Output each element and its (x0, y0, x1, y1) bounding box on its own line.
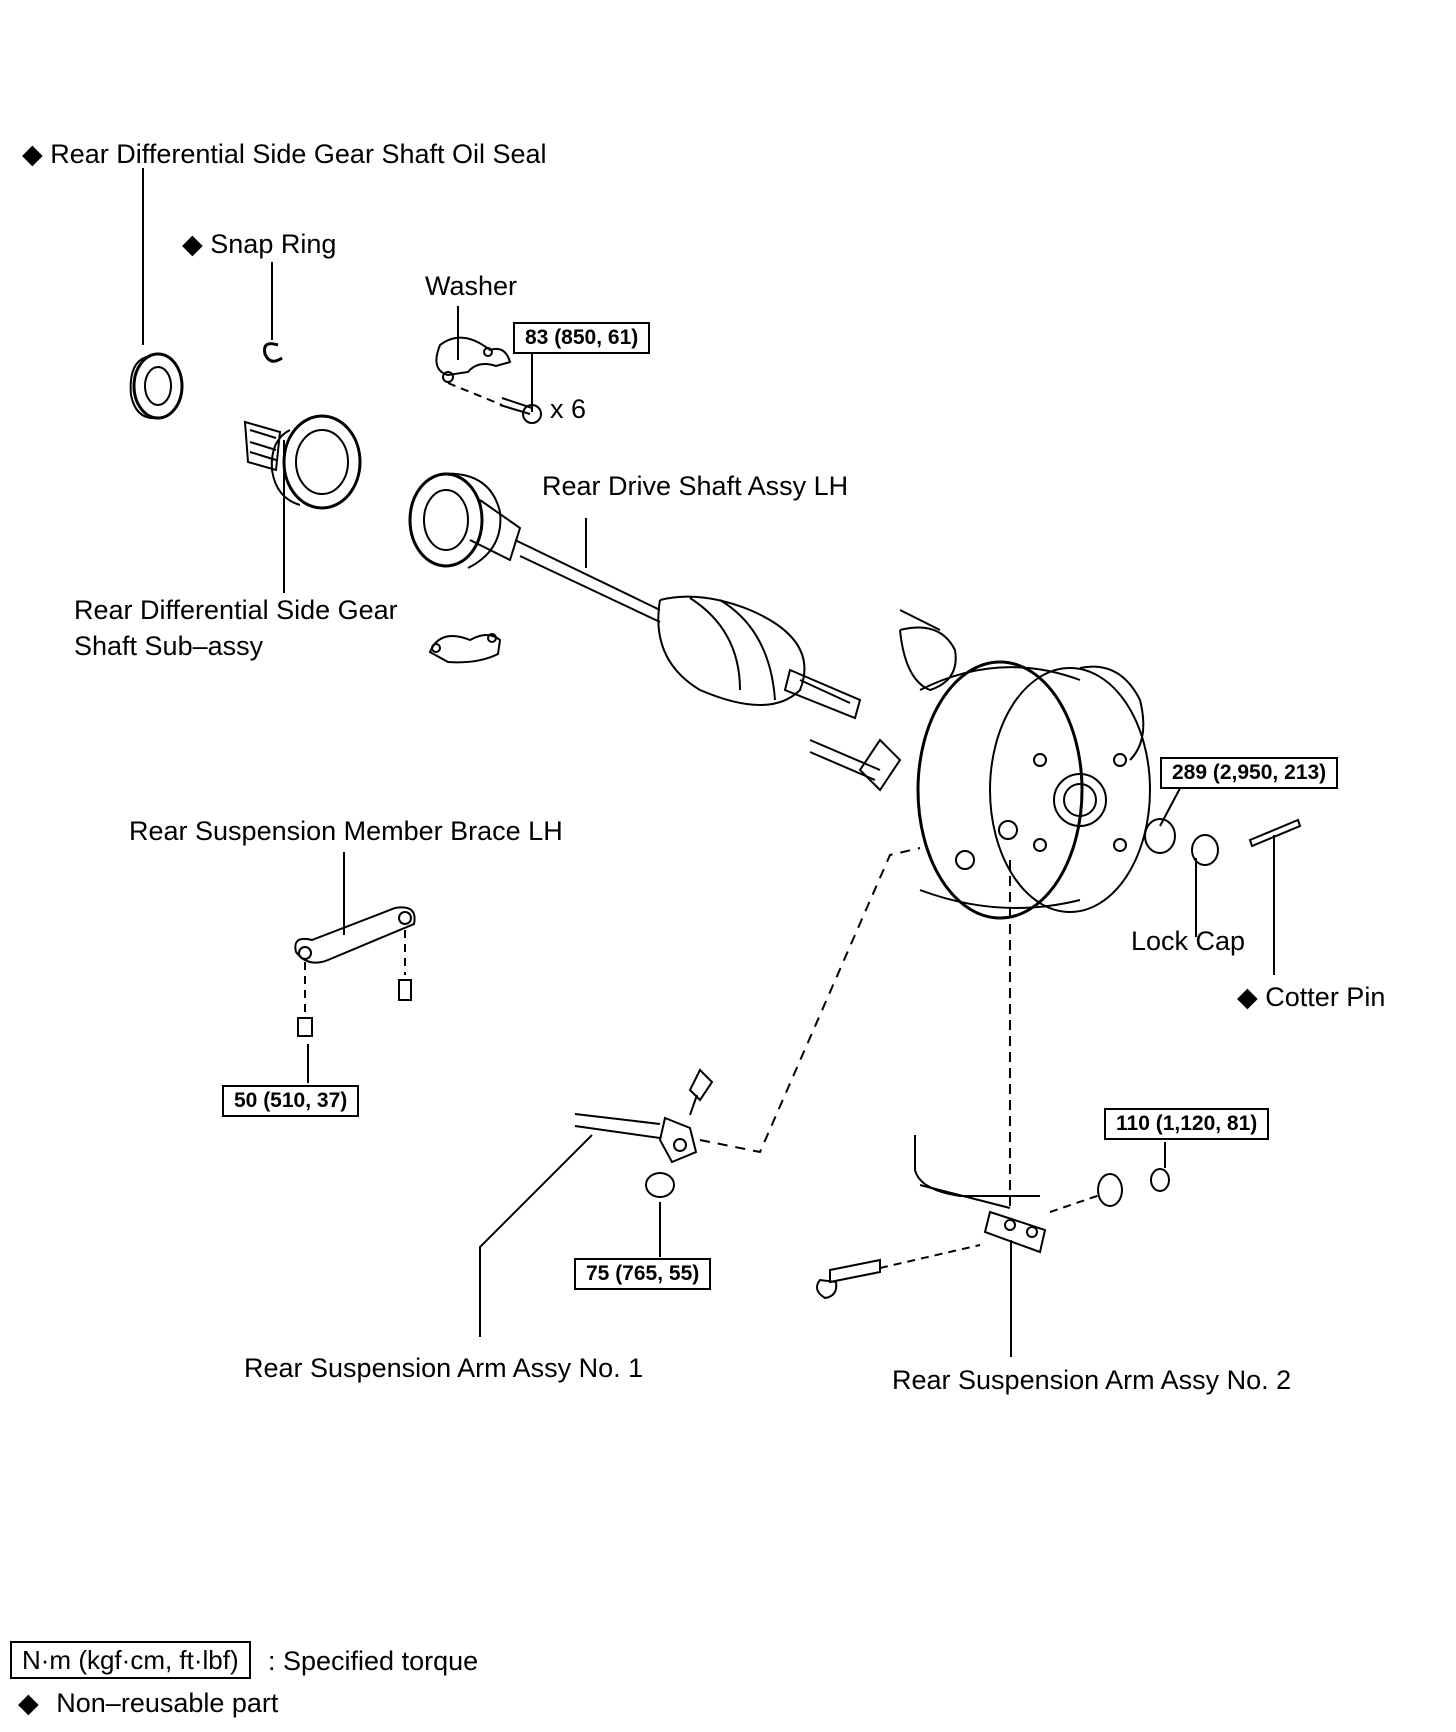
side-gear-shaft-part (243, 414, 362, 510)
nonreusable-marker: ◆ (18, 1688, 39, 1718)
member-brace-part (294, 906, 416, 1037)
label-side-gear-line2: Shaft Sub–assy (74, 631, 264, 661)
arm-no2-part (815, 860, 1170, 1300)
legend-torque-desc: : Specified torque (268, 1646, 479, 1676)
label-side-gear-line1: Rear Differential Side Gear (74, 595, 398, 625)
washer-part-lower (428, 633, 502, 664)
nonreusable-marker: ◆ (22, 139, 43, 169)
label-member-brace: Rear Suspension Member Brace LH (129, 816, 563, 846)
snap-ring-part (263, 342, 283, 363)
legend-nonreusable: ◆ Non–reusable part (18, 1688, 279, 1718)
torque-hub-nut: 289 (2,950, 213) (1160, 757, 1339, 789)
nonreusable-marker: ◆ (182, 229, 203, 259)
label-oil-seal: ◆ Rear Differential Side Gear Shaft Oil … (22, 139, 547, 169)
washer-part (435, 336, 542, 424)
torque-arm1-nut: 75 (765, 55) (574, 1258, 712, 1290)
label-washer-qty: x 6 (550, 394, 587, 424)
leader-arm1 (479, 1134, 593, 1337)
label-snap-ring: ◆ Snap Ring (182, 229, 337, 259)
hub-nut-part (1144, 818, 1302, 866)
axle-hub-part (809, 609, 1151, 920)
label-lock-cap: Lock Cap (1131, 926, 1246, 956)
nonreusable-marker: ◆ (1237, 982, 1258, 1012)
label-washer: Washer (425, 271, 518, 301)
oil-seal-part (129, 352, 184, 420)
label-drive-shaft: Rear Drive Shaft Assy LH (542, 471, 849, 501)
torque-arm2-nut: 110 (1,120, 81) (1104, 1108, 1270, 1140)
drive-shaft-part (408, 472, 862, 720)
label-arm-no1: Rear Suspension Arm Assy No. 1 (244, 1353, 644, 1383)
torque-washer-bolt: 83 (850, 61) (513, 322, 651, 354)
torque-brace-bolt: 50 (510, 37) (222, 1085, 360, 1117)
legend-torque-unit-box: N·m (kgf·cm, ft·lbf) (10, 1641, 251, 1679)
label-cotter-pin: ◆ Cotter Pin (1237, 982, 1386, 1012)
label-arm-no2: Rear Suspension Arm Assy No. 2 (892, 1365, 1292, 1395)
arm-no1-part (574, 847, 921, 1198)
